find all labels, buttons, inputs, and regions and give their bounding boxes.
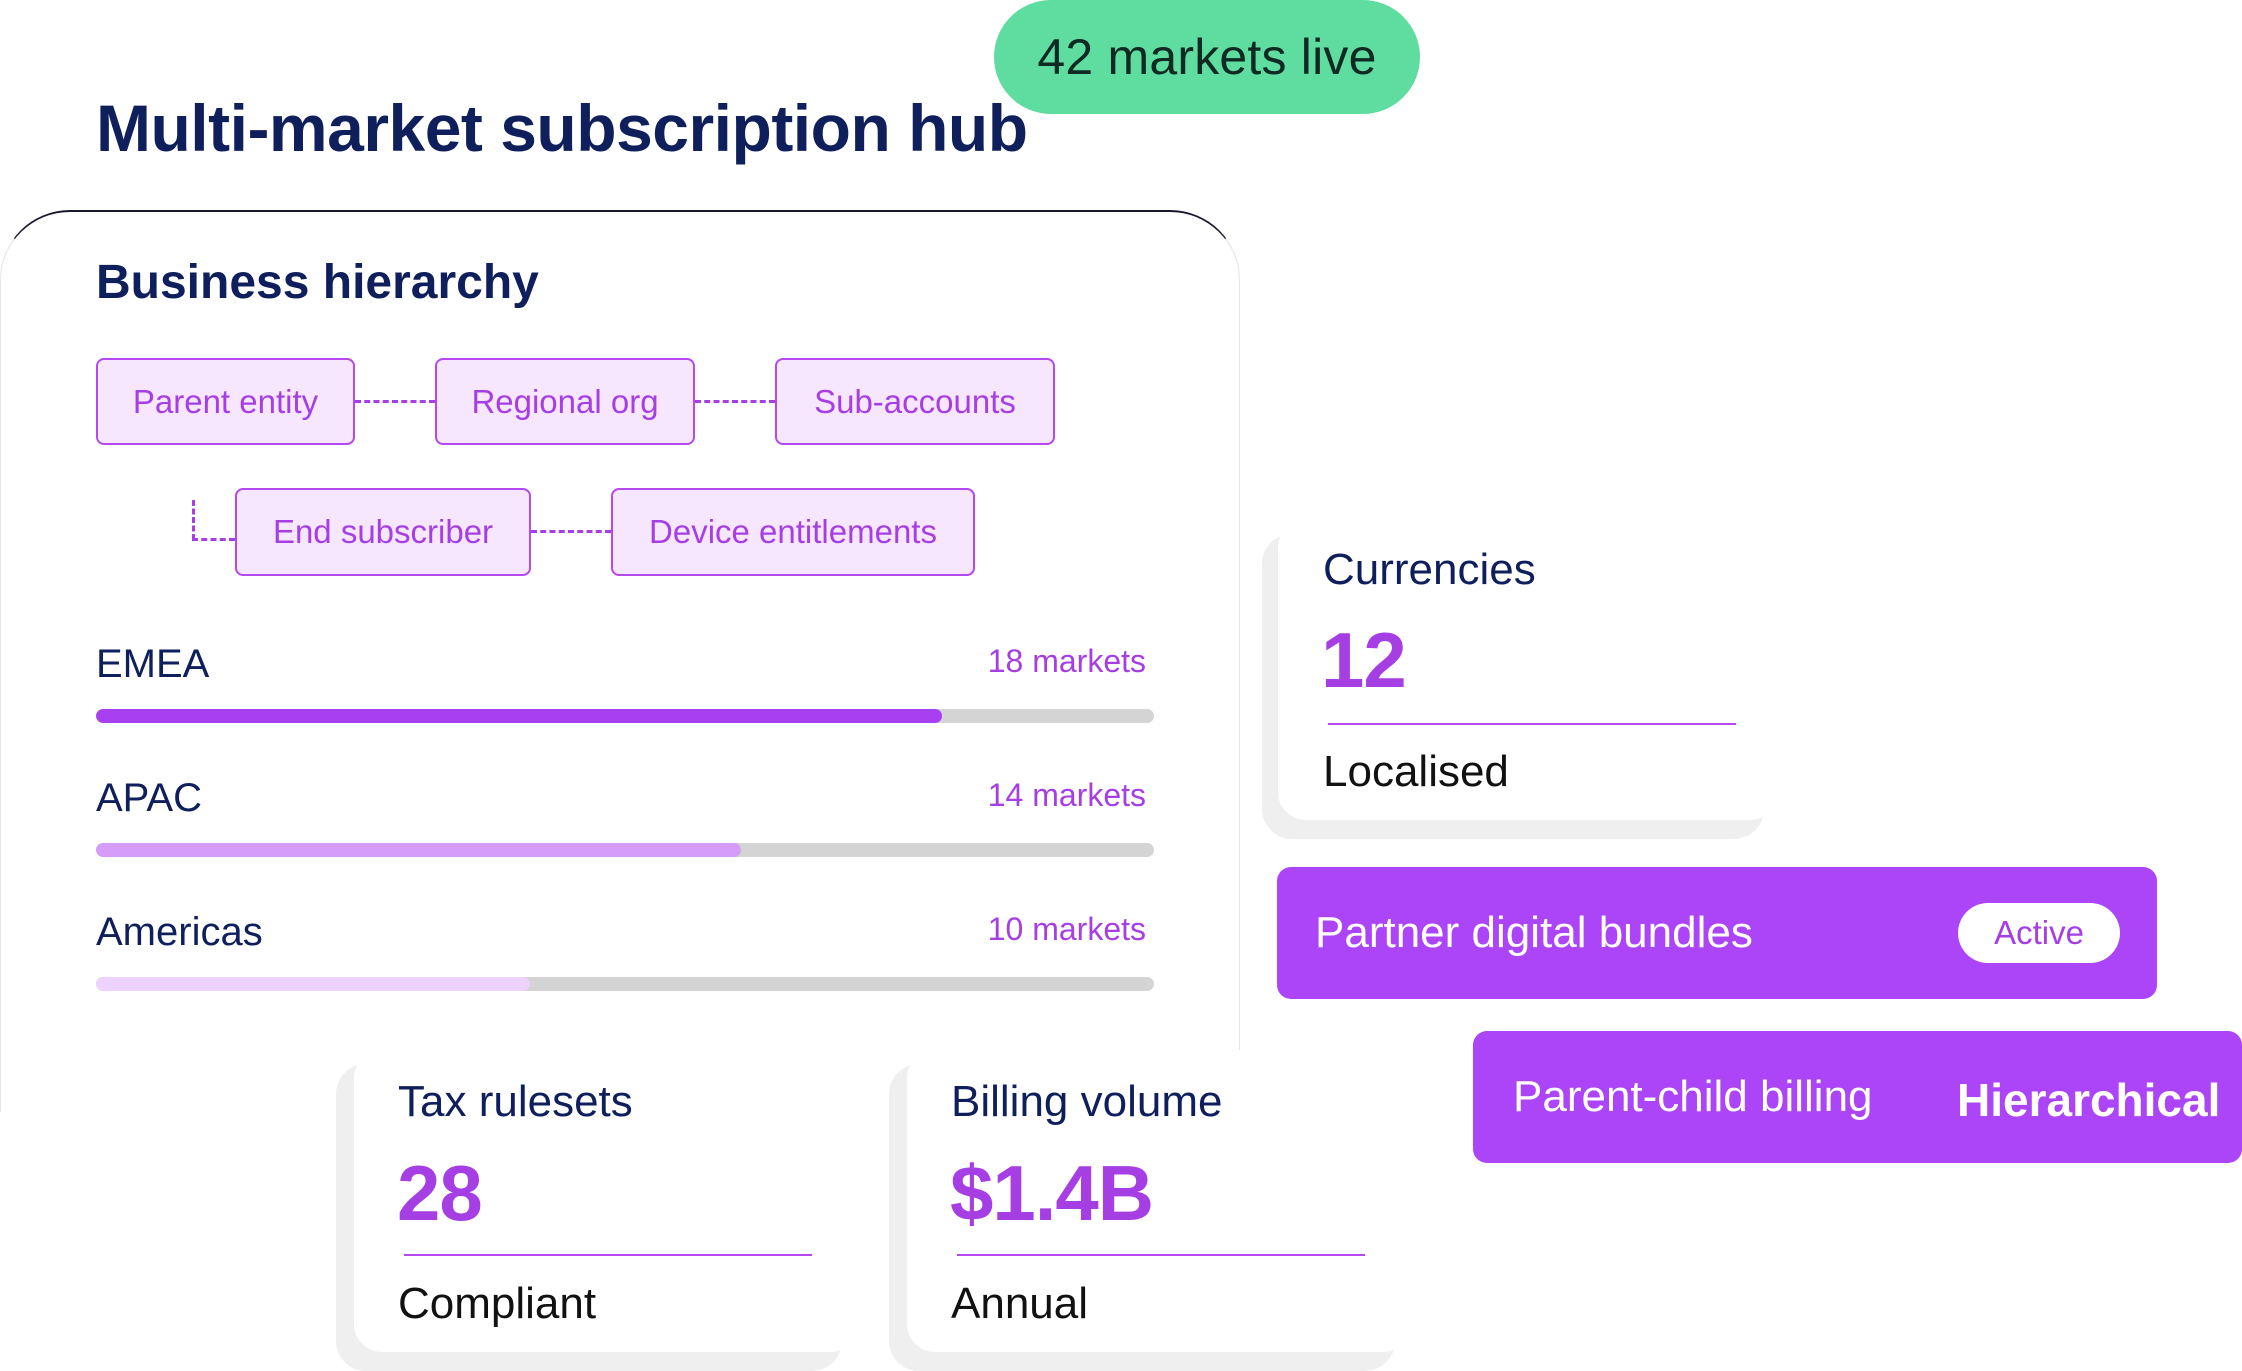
tax-rulesets-sub: Compliant [398,1279,597,1328]
region-progress-fill [96,977,530,991]
divider [404,1254,812,1256]
tax-rulesets-value: 28 [397,1149,483,1237]
billing-volume-card [907,1050,1411,1352]
connector [531,530,611,533]
currencies-label: Currencies [1323,545,1536,594]
billing-volume-value: $1.4B [950,1149,1154,1237]
parent-child-billing-banner[interactable]: Parent-child billing [1473,1031,2242,1163]
tax-rulesets-label: Tax rulesets [398,1077,633,1126]
region-progress-fill [96,843,742,857]
node-device-entitlements[interactable]: Device entitlements [611,488,975,576]
connector [192,500,195,540]
node-regional-org[interactable]: Regional org [435,358,695,445]
tax-rulesets-card [354,1050,858,1352]
region-label: EMEA [96,642,210,686]
section-title: Business hierarchy [96,256,539,309]
region-progress-track [96,843,1154,857]
region-label: Americas [96,910,263,954]
connector [695,400,775,403]
billing-model-value: Hierarchical [1957,1074,2221,1126]
region-progress-track [96,709,1154,723]
billing-volume-sub: Annual [951,1279,1089,1328]
region-count: 18 markets [987,643,1146,679]
billing-volume-label: Billing volume [951,1077,1223,1126]
node-end-subscriber[interactable]: End subscriber [235,488,531,576]
divider [957,1254,1365,1256]
parent-child-billing-label: Parent-child billing [1513,1072,1873,1121]
region-progress-fill [96,709,943,723]
page-title: Multi-market subscription hub [96,91,1028,165]
region-label: APAC [96,776,202,820]
region-progress-track [96,977,1154,991]
connector [192,538,235,541]
node-parent-entity[interactable]: Parent entity [96,358,355,445]
partner-bundles-label: Partner digital bundles [1315,908,1753,957]
currencies-card [1278,520,1778,820]
markets-live-badge: 42 markets live [994,0,1420,114]
currencies-sub: Localised [1323,747,1509,796]
status-badge: Active [1958,903,2120,963]
region-count: 10 markets [987,911,1146,947]
divider [1328,723,1736,725]
connector [355,400,435,403]
node-sub-accounts[interactable]: Sub-accounts [775,358,1055,445]
region-count: 14 markets [987,777,1146,813]
currencies-value: 12 [1321,616,1407,704]
